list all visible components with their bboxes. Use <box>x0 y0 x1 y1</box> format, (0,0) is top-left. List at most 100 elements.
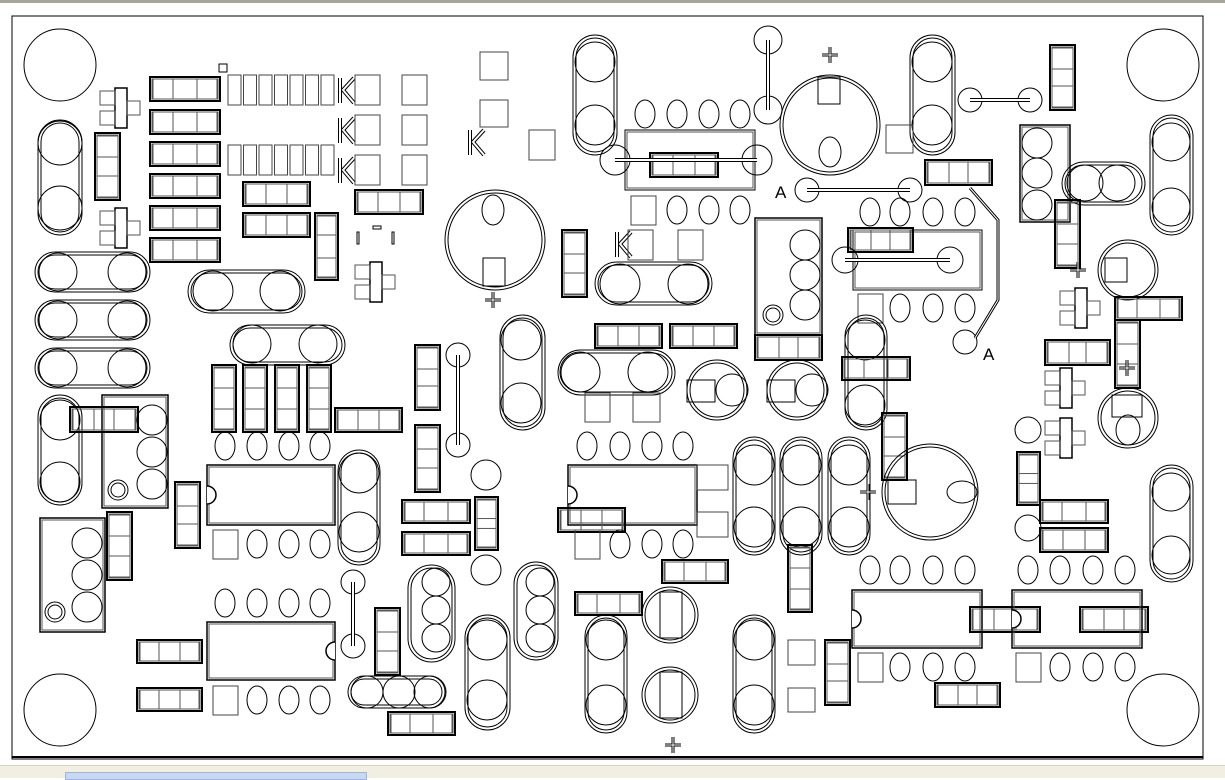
smd-resistor[interactable] <box>924 159 993 186</box>
ic-pad[interactable] <box>1114 652 1136 682</box>
square-pad[interactable] <box>212 529 239 560</box>
dip-ic-outline[interactable] <box>851 589 983 649</box>
smd-resistor[interactable] <box>561 229 588 298</box>
smd-resistor[interactable] <box>136 639 203 664</box>
smd-pad-small[interactable] <box>356 225 395 245</box>
smd-resistor[interactable] <box>106 511 133 581</box>
ic-pad[interactable] <box>1017 555 1039 585</box>
square-pad[interactable] <box>401 154 428 186</box>
smd-resistor[interactable] <box>149 76 221 102</box>
through-hole-pad-pair[interactable] <box>229 324 346 366</box>
electrolytic-capacitor[interactable] <box>444 189 546 291</box>
through-hole-pad-pair[interactable] <box>1149 464 1194 583</box>
square-pad[interactable] <box>212 685 239 716</box>
connector-block[interactable] <box>39 517 106 633</box>
smd-resistor[interactable] <box>401 499 471 524</box>
smd-resistor[interactable] <box>594 323 663 349</box>
through-hole-pad-pair[interactable] <box>337 449 381 566</box>
smd-resistor[interactable] <box>69 406 139 433</box>
square-pad[interactable] <box>696 511 729 538</box>
diode-k-marker[interactable] <box>338 116 356 145</box>
smd-resistor[interactable] <box>1114 319 1141 389</box>
polarity-plus-marker[interactable] <box>822 47 838 63</box>
square-pad[interactable] <box>696 464 729 491</box>
smd-resistor[interactable] <box>1079 606 1149 633</box>
ic-pad[interactable] <box>859 197 881 227</box>
smd-resistor[interactable] <box>414 344 441 411</box>
connector-block[interactable] <box>101 394 169 509</box>
through-hole-pad-pair[interactable] <box>187 269 306 314</box>
through-hole-pad-pair[interactable] <box>779 436 823 556</box>
polarity-plus-marker[interactable] <box>485 292 501 308</box>
smd-resistor[interactable] <box>174 481 201 549</box>
ic-pad[interactable] <box>278 431 300 461</box>
polarity-plus-marker[interactable] <box>1070 262 1086 278</box>
polarity-plus-marker[interactable] <box>860 484 876 500</box>
square-pad[interactable] <box>787 639 816 666</box>
smd-resistor[interactable] <box>242 364 268 433</box>
square-pad[interactable] <box>528 129 556 161</box>
through-hole-pad-pair[interactable] <box>594 261 713 306</box>
through-hole-pad-pair[interactable] <box>572 34 618 156</box>
wire-jumper[interactable] <box>340 569 366 659</box>
smd-resistor[interactable] <box>1054 199 1081 269</box>
diode-k-marker[interactable] <box>338 76 356 105</box>
ic-pad[interactable] <box>954 197 976 227</box>
smd-resistor[interactable] <box>847 227 914 253</box>
mounting-hole[interactable] <box>1126 28 1200 102</box>
square-pad[interactable] <box>354 114 381 146</box>
smd-resistor[interactable] <box>314 212 339 281</box>
wire-jumper[interactable] <box>831 246 964 274</box>
through-hole-pad-pair[interactable] <box>464 614 511 731</box>
smd-resistor[interactable] <box>387 711 456 736</box>
through-hole-pad-pair[interactable] <box>1149 114 1194 236</box>
ic-pad[interactable] <box>1049 652 1071 682</box>
through-hole-pad-pair[interactable] <box>407 564 456 663</box>
pad[interactable] <box>952 329 978 355</box>
diode-k-marker[interactable] <box>468 128 486 157</box>
polarity-plus-marker[interactable] <box>1119 360 1135 376</box>
through-hole-pad-pair[interactable] <box>513 561 559 661</box>
connector-block[interactable] <box>754 217 823 336</box>
ic-pad[interactable] <box>1114 555 1136 585</box>
through-hole-pad-pair[interactable] <box>34 299 151 341</box>
ic-pad[interactable] <box>641 529 663 559</box>
smd-resistor[interactable] <box>274 364 300 433</box>
ic-pad[interactable] <box>576 431 598 461</box>
smd-resistor[interactable] <box>149 141 221 167</box>
capacitor[interactable] <box>766 359 828 421</box>
ic-pad[interactable] <box>641 431 663 461</box>
square-pad[interactable] <box>401 114 428 146</box>
square-pad[interactable] <box>787 687 816 713</box>
pad[interactable] <box>715 373 749 407</box>
sot-transistor[interactable] <box>1044 417 1086 459</box>
ic-pad[interactable] <box>889 555 911 585</box>
ic-pad[interactable] <box>859 555 881 585</box>
ic-pad[interactable] <box>889 197 911 227</box>
through-hole-pad-pair[interactable] <box>1061 161 1146 206</box>
smd-resistor[interactable] <box>374 607 401 676</box>
dip-ic-outline[interactable] <box>567 464 698 526</box>
smd-resistor[interactable] <box>149 237 221 263</box>
square-pad[interactable] <box>627 229 654 261</box>
ic-pad[interactable] <box>954 293 976 323</box>
ic-pad[interactable] <box>246 588 268 618</box>
square-pad[interactable] <box>584 392 611 423</box>
square-pad[interactable] <box>857 293 884 324</box>
ic-pad[interactable] <box>698 99 720 129</box>
sot-transistor[interactable] <box>99 87 141 129</box>
sot-transistor[interactable] <box>99 207 141 249</box>
electrolytic-capacitor[interactable] <box>779 74 881 176</box>
through-hole-pad-pair[interactable] <box>557 349 676 396</box>
smd-resistor[interactable] <box>934 682 1001 708</box>
smd-resistor[interactable] <box>149 205 221 231</box>
dip-ic-outline[interactable] <box>206 464 336 526</box>
ic-pad[interactable] <box>729 99 751 129</box>
test-point[interactable] <box>1014 514 1042 542</box>
smd-resistor[interactable] <box>306 364 332 433</box>
electrolytic-capacitor[interactable] <box>1097 387 1159 449</box>
ic-pad[interactable] <box>666 195 688 225</box>
wire-jumper[interactable] <box>753 25 783 125</box>
through-hole-pad-pair[interactable] <box>34 347 151 389</box>
through-hole-pad-pair[interactable] <box>34 251 151 293</box>
